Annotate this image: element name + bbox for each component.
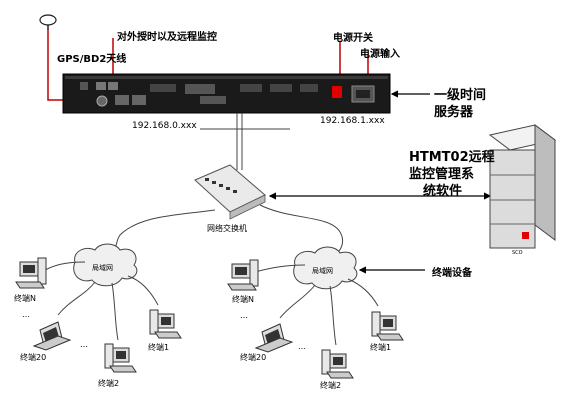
software-label-line3: 统软件	[423, 184, 463, 199]
time-server-device	[62, 73, 391, 114]
switch-label: 网络交换机	[207, 224, 247, 233]
terminal-2-right-label: 终端2	[320, 381, 342, 390]
terminal-1-right-icon	[371, 311, 404, 341]
cloud-left-label: 局域网	[92, 264, 113, 272]
gps-antenna-icon	[39, 14, 57, 30]
power-input-label: 电源输入	[360, 49, 400, 60]
ip-right-label: 192.168.1.xxx	[320, 116, 385, 126]
ellipsis-right-1: …	[240, 311, 248, 320]
terminal-n-right-icon	[227, 259, 259, 291]
ellipsis-right-2: …	[298, 342, 306, 351]
remote-monitor-label: 对外授时以及远程监控	[117, 32, 217, 43]
network-switch-icon	[194, 164, 266, 220]
terminal-2-left-icon	[104, 343, 137, 373]
terminal-2-left-label: 终端2	[98, 379, 120, 388]
terminal-2-right-icon	[321, 349, 354, 379]
terminal-20-right-icon	[254, 323, 294, 353]
gps-antenna-label: GPS/BD2天线	[57, 54, 127, 65]
ellipsis-left-2: …	[80, 340, 88, 349]
terminal-device-label: 终端设备	[432, 268, 472, 279]
terminal-1-right-label: 终端1	[370, 343, 392, 352]
tower-badge-label: SCO	[512, 250, 523, 256]
right-lan-cloud-icon	[293, 246, 358, 290]
terminal-20-right-label: 终端20	[240, 353, 267, 362]
terminal-1-left-label: 终端1	[148, 343, 170, 352]
terminal-20-left-label: 终端20	[20, 353, 47, 362]
software-label-line1: HTMT02远程	[409, 150, 495, 165]
cloud-right-label: 局域网	[312, 267, 333, 275]
server-label-line2: 服务器	[434, 105, 474, 120]
terminal-n-right-label: 终端N	[232, 295, 254, 304]
ip-left-label: 192.168.0.xxx	[132, 121, 197, 131]
ellipsis-left-1: …	[22, 310, 30, 319]
monitor-server-tower-icon	[488, 124, 557, 249]
software-label-line2: 监控管理系	[409, 167, 475, 182]
left-lan-cloud-icon	[73, 243, 138, 287]
terminal-20-left-icon	[32, 321, 72, 351]
server-label-line1: 一级时间	[434, 88, 487, 103]
terminal-n-left-icon	[15, 257, 47, 289]
terminal-n-left-label: 终端N	[14, 294, 36, 303]
terminal-1-left-icon	[149, 309, 182, 339]
power-switch-label: 电源开关	[333, 33, 373, 44]
